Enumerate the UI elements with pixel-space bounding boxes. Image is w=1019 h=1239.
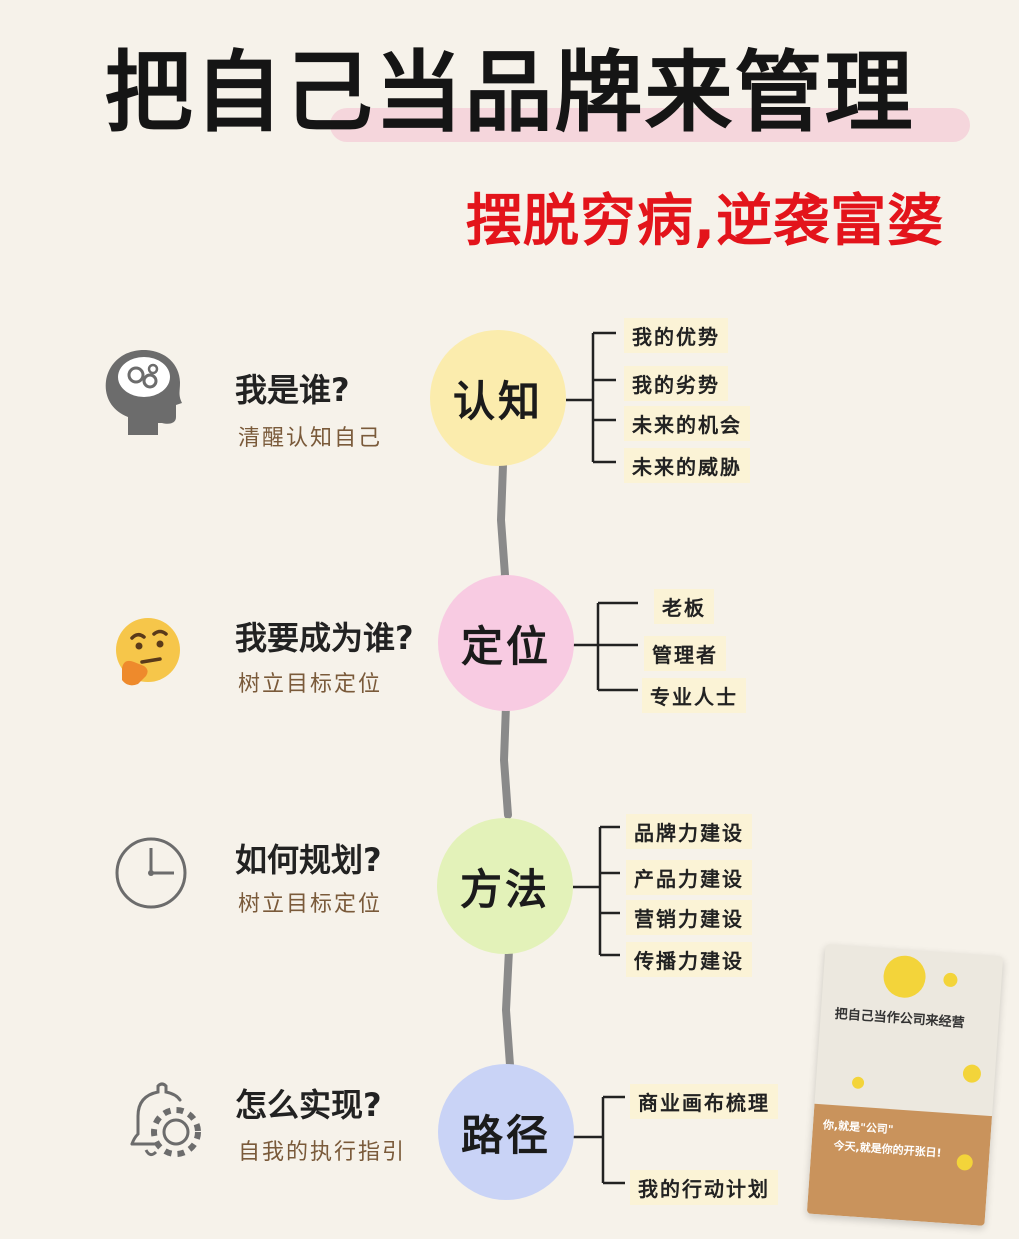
leaf-4-2: 我的行动计划 bbox=[630, 1170, 778, 1205]
node-dingwei: 定位 bbox=[438, 575, 574, 711]
leaf-2-1: 老板 bbox=[654, 589, 714, 624]
hint-2: 树立目标定位 bbox=[238, 672, 383, 697]
leaf-3-2: 产品力建设 bbox=[626, 860, 752, 895]
question-1: 我是谁? bbox=[235, 371, 350, 409]
spine-segment-2 bbox=[499, 701, 512, 819]
bracket-row-2 bbox=[573, 601, 638, 692]
hint-4: 自我的执行指引 bbox=[238, 1140, 407, 1165]
hint-1: 清醒认知自己 bbox=[238, 426, 383, 451]
leaf-1-2: 我的劣势 bbox=[624, 366, 728, 401]
node-lujing: 路径 bbox=[438, 1064, 574, 1200]
book-seal bbox=[882, 954, 927, 1000]
leaf-1-1: 我的优势 bbox=[624, 318, 728, 353]
leaf-1-4: 未来的威胁 bbox=[624, 448, 750, 483]
bell-gear-icon bbox=[120, 1078, 210, 1168]
question-4: 怎么实现? bbox=[235, 1086, 382, 1124]
page-subtitle: 摆脱穷病,逆袭富婆 bbox=[465, 189, 945, 254]
book-dot bbox=[942, 972, 958, 988]
bracket-row-3 bbox=[572, 825, 620, 957]
leaf-2-3: 专业人士 bbox=[642, 678, 746, 713]
question-2: 我要成为谁? bbox=[235, 619, 414, 657]
node-fangfa: 方法 bbox=[437, 818, 573, 954]
leaf-1-3: 未来的机会 bbox=[624, 406, 750, 441]
page-title: 把自己当品牌来管理 bbox=[104, 41, 915, 144]
leaf-4-1: 商业画布梳理 bbox=[630, 1084, 778, 1119]
bracket-row-4 bbox=[572, 1095, 625, 1185]
leaf-3-4: 传播力建设 bbox=[626, 942, 752, 977]
title-area: 把自己当品牌来管理 bbox=[0, 10, 1019, 144]
thinking-face-icon bbox=[102, 610, 192, 700]
book-dot bbox=[851, 1076, 865, 1090]
brain-gears-icon bbox=[98, 345, 188, 440]
hint-3: 树立目标定位 bbox=[238, 892, 383, 917]
bracket-row-1 bbox=[566, 331, 616, 464]
leaf-3-1: 品牌力建设 bbox=[626, 814, 752, 849]
clock-icon bbox=[108, 830, 198, 920]
book-dot bbox=[962, 1064, 982, 1084]
spine-segment-1 bbox=[496, 461, 510, 589]
book-title: 把自己当作公司来经营 bbox=[834, 1006, 965, 1031]
spine-segment-3 bbox=[501, 946, 514, 1069]
title-highlight bbox=[330, 108, 970, 142]
leaf-3-3: 营销力建设 bbox=[626, 900, 752, 935]
node-renzhi: 认知 bbox=[430, 330, 566, 466]
question-3: 如何规划? bbox=[235, 841, 382, 879]
leaf-2-2: 管理者 bbox=[644, 636, 726, 671]
book-photo: 把自己当作公司来经营 你,就是"公司" 今天,就是你的开张日! bbox=[806, 944, 1004, 1226]
